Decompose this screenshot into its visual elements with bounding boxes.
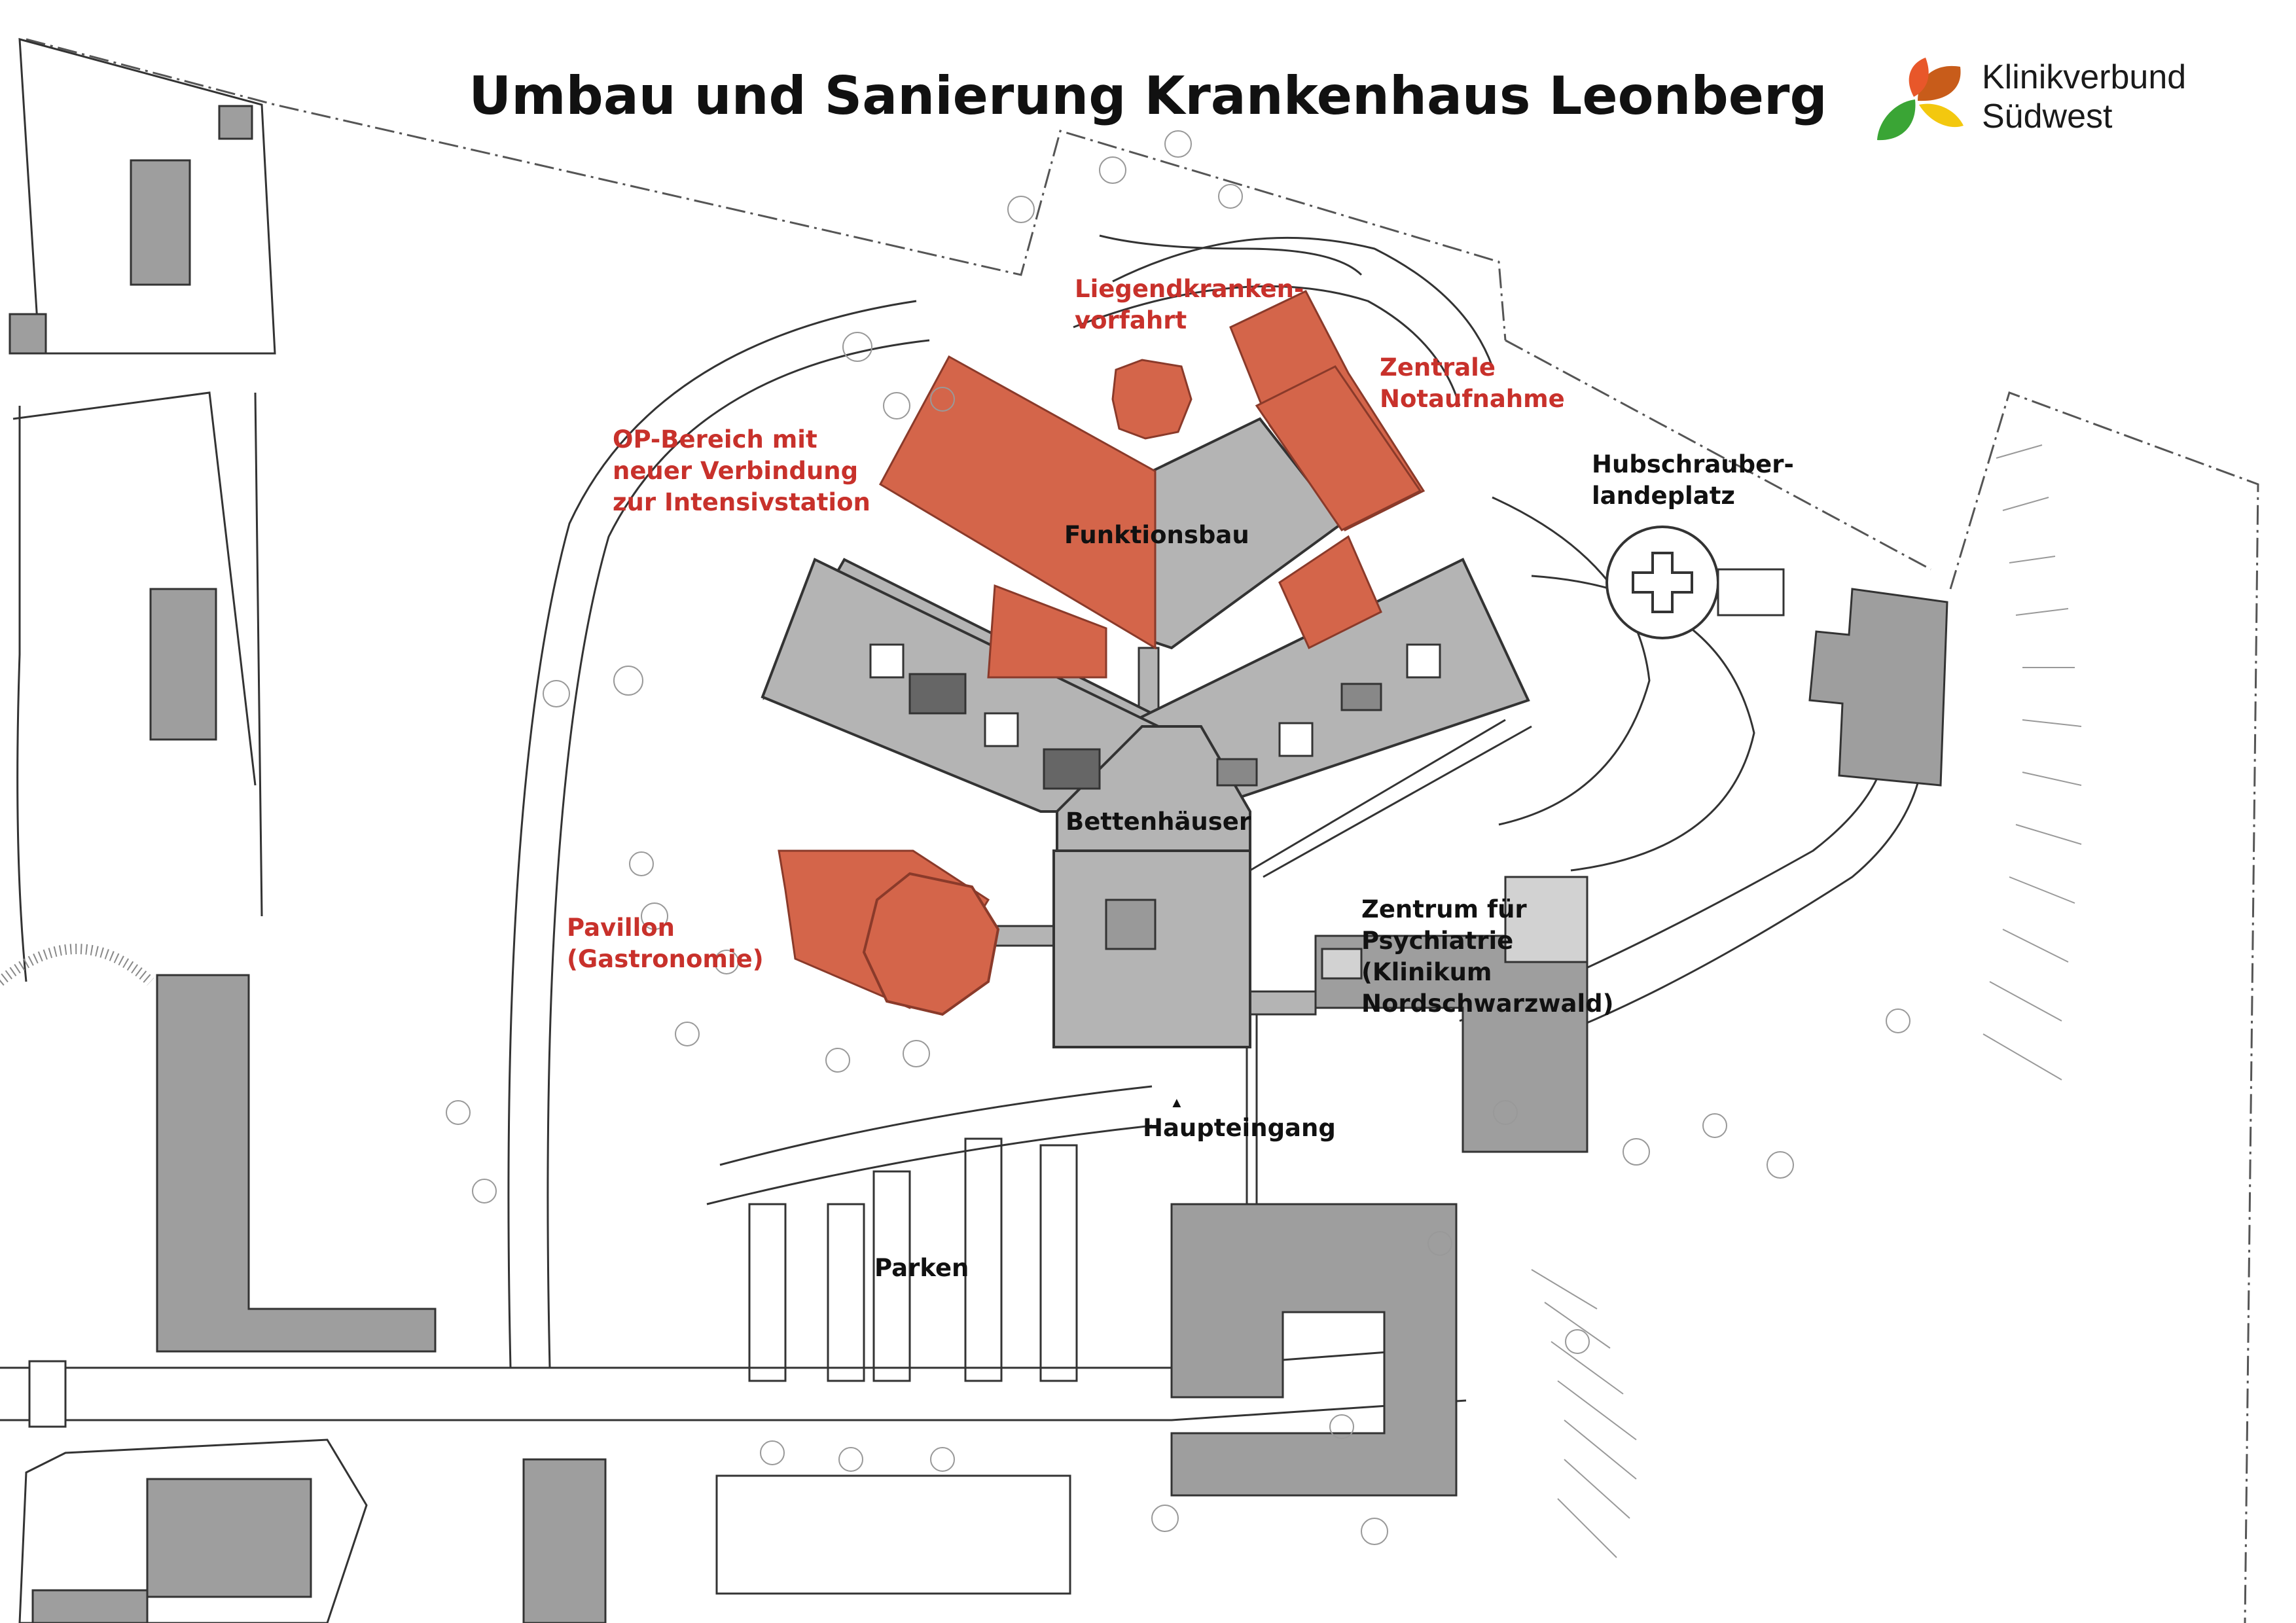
label-zentrale-notaufnahme: Zentrale Notaufnahme — [1380, 353, 1565, 413]
emergency-wing-main — [1255, 365, 1422, 531]
psychiatry-annex — [1504, 876, 1588, 963]
entrance-arrow-icon: ▲ — [1170, 1094, 1184, 1111]
new-construction — [778, 290, 1426, 1016]
south-building — [1170, 1203, 1458, 1497]
west-l-building — [156, 974, 437, 1353]
southwest-buildings — [18, 1360, 1071, 1623]
bed-house-skylights — [869, 643, 1441, 950]
northwest-site — [9, 38, 276, 786]
trees — [446, 130, 1910, 1545]
label-haupteingang: Haupteingang — [1143, 1114, 1336, 1142]
label-bettenhaeuser: Bettenhäuser — [1066, 808, 1251, 836]
label-parken: Parken — [874, 1254, 969, 1282]
logo-leaf-icon — [1877, 58, 1964, 141]
east-slope-hatching — [1531, 444, 2082, 1558]
op-connection — [987, 584, 1107, 679]
pavilion-roof — [862, 872, 1000, 1016]
property-boundaries — [26, 38, 2259, 1623]
psychiatry-annex-small — [1321, 948, 1363, 980]
label-zentrum-psychiatrie: Zentrum für Psychiatrie (Klinikum Nordsc… — [1361, 895, 1614, 1018]
helipad — [1605, 526, 1785, 639]
logo-text: Klinikverbund Südwest — [1982, 58, 2186, 136]
op-area-wing — [878, 355, 1157, 650]
label-funktionsbau: Funktionsbau — [1064, 521, 1249, 549]
logo-klinikverbund: Klinikverbund Südwest — [1872, 55, 2212, 147]
logo-line1: Klinikverbund — [1982, 58, 2187, 96]
label-liegendkrankenvorfahrt: Liegendkranken- vorfahrt — [1075, 275, 1304, 334]
label-op-bereich: OP-Bereich mit neuer Verbindung zur Inte… — [613, 425, 870, 516]
east-building — [1808, 588, 1948, 787]
ambulance-shelter — [1111, 359, 1193, 440]
west-stairs — [0, 944, 154, 986]
walkway — [1246, 719, 1532, 1204]
label-hubschrauberlandeplatz: Hubschrauber- landeplatz — [1592, 450, 1794, 510]
emergency-connection — [1278, 535, 1382, 650]
logo-line2: Südwest — [1982, 98, 2113, 135]
parking-rows — [748, 1137, 1078, 1382]
label-pavillon: Pavillon (Gastronomie) — [567, 914, 764, 973]
page-title: Umbau und Sanierung Krankenhaus Leonberg — [469, 65, 1827, 126]
